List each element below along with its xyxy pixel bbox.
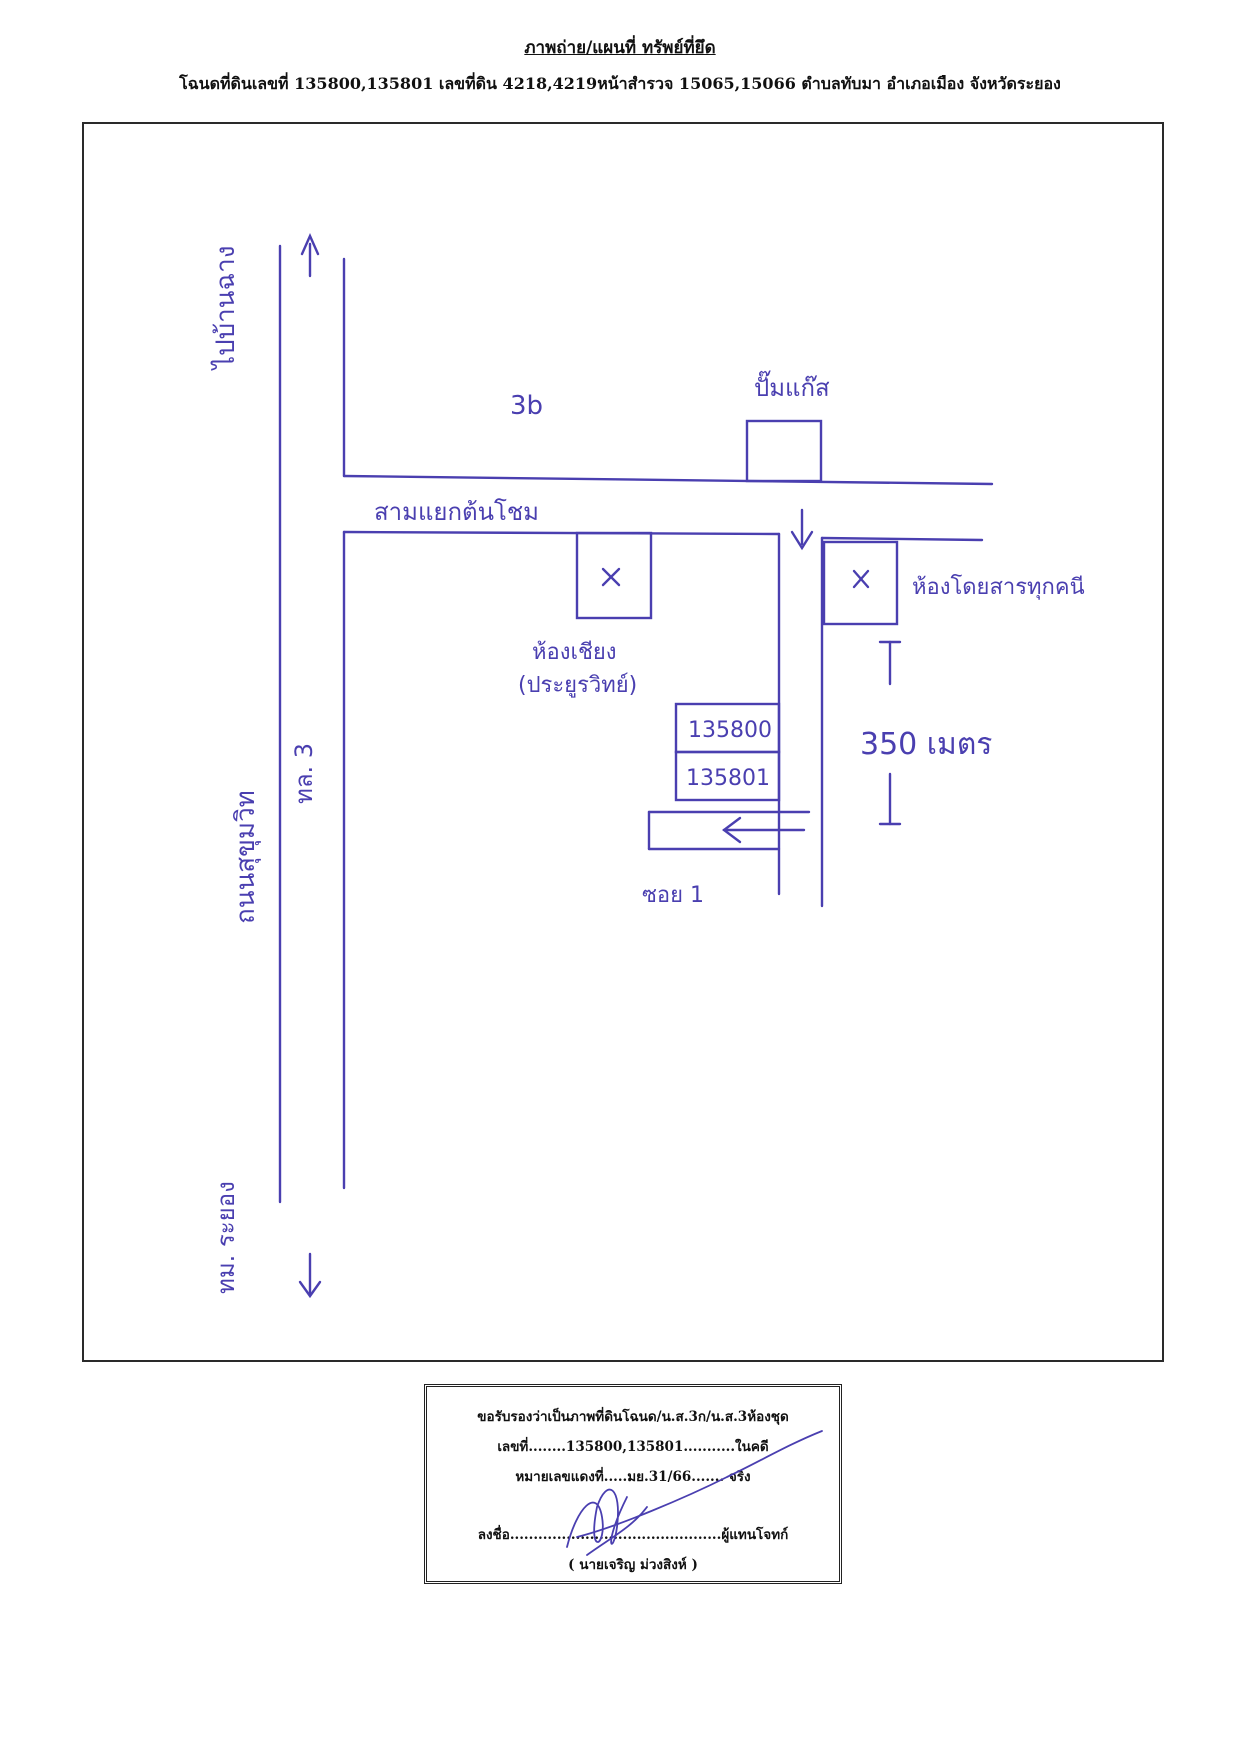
label-gas-station: ปั๊มแก๊ส xyxy=(754,370,830,402)
label-main-road: ถนนสุขุมวิท xyxy=(231,790,261,924)
cert-line-1: ขอรับรองว่าเป็นภาพที่ดินโฉนด/น.ส.3ก/น.ส.… xyxy=(477,1409,789,1425)
document-title: ภาพถ่าย/แผนที่ ทรัพย์ที่ยึด xyxy=(524,38,716,58)
gas-station-box xyxy=(745,419,823,483)
soi1-arrow-head xyxy=(722,816,742,844)
deed-box-135801 xyxy=(674,750,781,802)
certification-box: ขอรับรองว่าเป็นภาพที่ดินโฉนด/น.ส.3ก/น.ส.… xyxy=(424,1384,842,1584)
north-arrow-head xyxy=(300,233,320,256)
shop-left-x-2 xyxy=(601,567,621,587)
shop-left-box xyxy=(575,531,653,620)
label-shop-left: ห้องเชียง xyxy=(532,640,617,665)
label-shop-right: ห้องโดยสารทุกคนี xyxy=(912,574,1085,600)
cert-line-4: ลงชื่อ..................................… xyxy=(477,1527,789,1543)
document-subtitle: โฉนดที่ดินเลขที่ 135800,135801 เลขที่ดิน… xyxy=(179,74,1061,93)
south-arrow-head xyxy=(298,1280,322,1299)
cert-line-5: ( นายเจริญ ม่วงสิงห์ ) xyxy=(568,1557,698,1573)
map-frame: ไปบ้านฉาง 3b สามแยกต้นโชม ปั๊มแก๊ส ห้องเ… xyxy=(82,122,1164,1362)
label-road-no: 3b xyxy=(510,391,543,421)
label-deed-1: 135800 xyxy=(688,718,772,743)
label-deed-2: 135801 xyxy=(686,766,770,791)
lane-marker-head xyxy=(790,530,814,551)
label-to-south: ทม. ระยอง xyxy=(212,1181,240,1294)
label-highway: ทล. 3 xyxy=(290,743,318,804)
cert-line-2: เลขที่........135800,135801...........ใน… xyxy=(497,1439,769,1455)
label-shop-left-sub: (ประยูรวิทย์) xyxy=(518,673,637,698)
shop-right-x-2 xyxy=(852,569,870,589)
label-soi-name: สามแยกต้นโชม xyxy=(374,498,539,526)
hand-drawn-map: ไปบ้านฉาง 3b สามแยกต้นโชม ปั๊มแก๊ส ห้องเ… xyxy=(210,233,1085,1299)
shop-right-box xyxy=(822,540,899,626)
soi-top-line xyxy=(342,474,994,486)
label-distance: 350 เมตร xyxy=(860,727,992,762)
cert-line-3: หมายเลขแดงที่.....มย.31/66....... จริง xyxy=(515,1469,751,1485)
signature-scribble xyxy=(566,1430,823,1556)
label-to-north: ไปบ้านฉาง xyxy=(210,246,241,371)
branch-top-line xyxy=(820,536,984,542)
label-soi-1: ซอย 1 xyxy=(642,883,704,908)
soi-bottom-line xyxy=(342,530,781,536)
